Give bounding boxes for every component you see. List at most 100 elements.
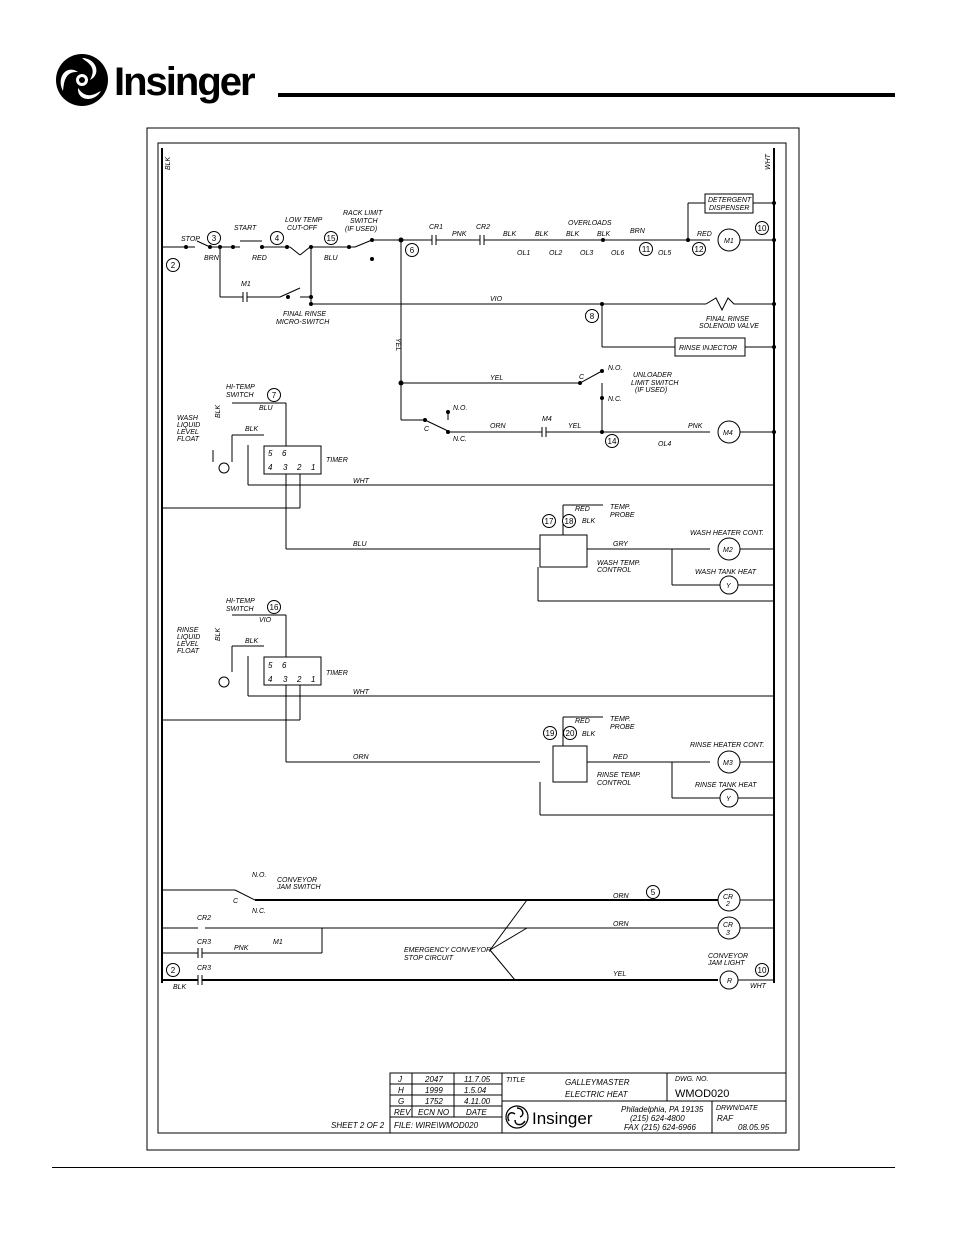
rev-j-ecn: 2047: [424, 1075, 443, 1084]
label-rack-limit: RACK LIMIT: [343, 210, 383, 217]
label-wash-temp: WASH TEMP.: [597, 560, 640, 567]
wire-number-label: 11: [642, 245, 651, 254]
ecn-header: ECN NO: [418, 1108, 449, 1117]
label-rinse-liquid: LIQUID: [177, 634, 200, 641]
label-level: LEVEL: [177, 429, 199, 436]
label-red3: RED: [575, 506, 590, 513]
wire-number-circle: [755, 963, 769, 977]
label-blk-v2: BLK: [215, 627, 222, 641]
label-pnk3: PNK: [234, 945, 249, 952]
label-c2: C: [424, 426, 430, 433]
title-company: Insinger: [532, 1109, 593, 1128]
label-rinse-injector: RINSE INJECTOR: [679, 345, 737, 352]
label-ol1: OL1: [517, 250, 530, 257]
label-rinse-temp: RINSE TEMP.: [597, 772, 641, 779]
address-fax: FAX (215) 624-6966: [624, 1123, 696, 1132]
wire-labels: STOP START LOW TEMP CUT-OFF RACK LIMIT S…: [173, 197, 767, 991]
wire-number-label: 19: [546, 729, 555, 738]
wire-number-label: 12: [695, 245, 704, 254]
rev-g: G: [398, 1097, 404, 1106]
label-solenoid: SOLENOID VALVE: [699, 323, 759, 330]
title-line1: GALLEYMASTER: [565, 1078, 630, 1087]
label-yel1: YEL: [490, 375, 503, 382]
label-conveyor: CONVEYOR: [277, 877, 317, 884]
label-blk-ol2: BLK: [535, 231, 549, 238]
label-dispenser: DISPENSER: [709, 205, 749, 212]
label-m1-motor: M1: [724, 238, 734, 245]
label-stop: STOP: [181, 236, 200, 243]
wire-number-label: 10: [758, 966, 767, 975]
label-probe2: PROBE: [610, 724, 635, 731]
label-gry: GRY: [613, 541, 629, 548]
label-rinse: RINSE: [177, 627, 199, 634]
label-cr3a: CR3: [197, 939, 211, 946]
label-nc1: N.C.: [608, 396, 622, 403]
wire-number-circle: [563, 726, 577, 740]
label-pin5: 5: [268, 449, 273, 458]
rev-h: H: [398, 1086, 404, 1095]
address-phone: (215) 624-4800: [630, 1114, 685, 1123]
label-red5: RED: [613, 754, 628, 761]
label-red1: RED: [252, 255, 267, 262]
label-hi-temp1: HI-TEMP: [226, 384, 255, 391]
label-wash-control: CONTROL: [597, 567, 631, 574]
label-pnk1: PNK: [452, 231, 467, 238]
dwg-label: DWG. NO.: [675, 1076, 708, 1083]
label-micro-switch: MICRO-SWITCH: [276, 319, 330, 326]
label-orn1: ORN: [490, 423, 507, 430]
label-wht1: WHT: [353, 478, 370, 485]
logo-wordmark: Insinger: [114, 60, 255, 104]
label-r-lamp: R: [727, 978, 732, 985]
label-blu1: BLU: [324, 255, 339, 262]
label-blu2: BLU: [259, 405, 274, 412]
wire-number-label: 15: [327, 234, 336, 243]
rev-j-date: 11.7.05: [464, 1075, 491, 1084]
wire-number-circle: [270, 231, 284, 245]
label-temp2: TEMP.: [610, 716, 631, 723]
wire-number-circle: [166, 963, 180, 977]
wire-number-circle: [207, 231, 221, 245]
wire-number-circle: [646, 885, 660, 899]
label-rinse-control: CONTROL: [597, 780, 631, 787]
label-blk-h2: BLK: [245, 638, 259, 645]
label-red4: RED: [575, 718, 590, 725]
conveyor-section: [162, 888, 774, 990]
label-emergency: EMERGENCY CONVEYOR: [404, 947, 491, 954]
label-liquid: LIQUID: [177, 422, 200, 429]
label-blk3: BLK: [582, 518, 596, 525]
label-pin5b: 5: [268, 661, 273, 670]
wire-number-circle: [562, 514, 576, 528]
label-c3: C: [233, 898, 239, 905]
left-rail-label: BLK: [165, 156, 172, 170]
drwn-by: RAF: [717, 1114, 734, 1123]
label-brn2: BRN: [630, 228, 646, 235]
label-cr2-coil: CR: [723, 894, 733, 901]
label-blk-ol4: BLK: [597, 231, 611, 238]
label-orn4: ORN: [613, 921, 630, 928]
title-label: TITLE: [506, 1077, 525, 1084]
label-pin6: 6: [282, 449, 287, 458]
label-ol2: OL2: [549, 250, 562, 257]
label-rinse-heater: RINSE HEATER CONT.: [690, 742, 764, 749]
label-timer2: TIMER: [326, 670, 348, 677]
label-switch1: SWITCH: [226, 392, 255, 399]
label-unloader-if: (IF USED): [635, 387, 667, 394]
label-pin2: 2: [296, 463, 302, 472]
wire-number-label: 8: [590, 312, 595, 321]
label-pnk2: PNK: [688, 423, 703, 430]
label-wash: WASH: [177, 415, 199, 422]
insinger-logo: Insinger: [52, 50, 277, 110]
label-wht2: WHT: [353, 689, 370, 696]
label-cr3b: CR3: [197, 965, 211, 972]
label-cr3-coil: CR: [723, 922, 733, 929]
label-final-rinse-sol: FINAL RINSE: [706, 316, 749, 323]
label-pin3b: 3: [283, 675, 288, 684]
label-rack-switch: SWITCH: [350, 218, 379, 225]
label-blk4: BLK: [582, 731, 596, 738]
label-brn1: BRN: [204, 255, 220, 262]
label-no2: N.O.: [453, 405, 467, 412]
label-nc2: N.C.: [453, 436, 467, 443]
rinse-timer-section: [162, 614, 774, 816]
label-conveyor-light: CONVEYOR: [708, 953, 748, 960]
